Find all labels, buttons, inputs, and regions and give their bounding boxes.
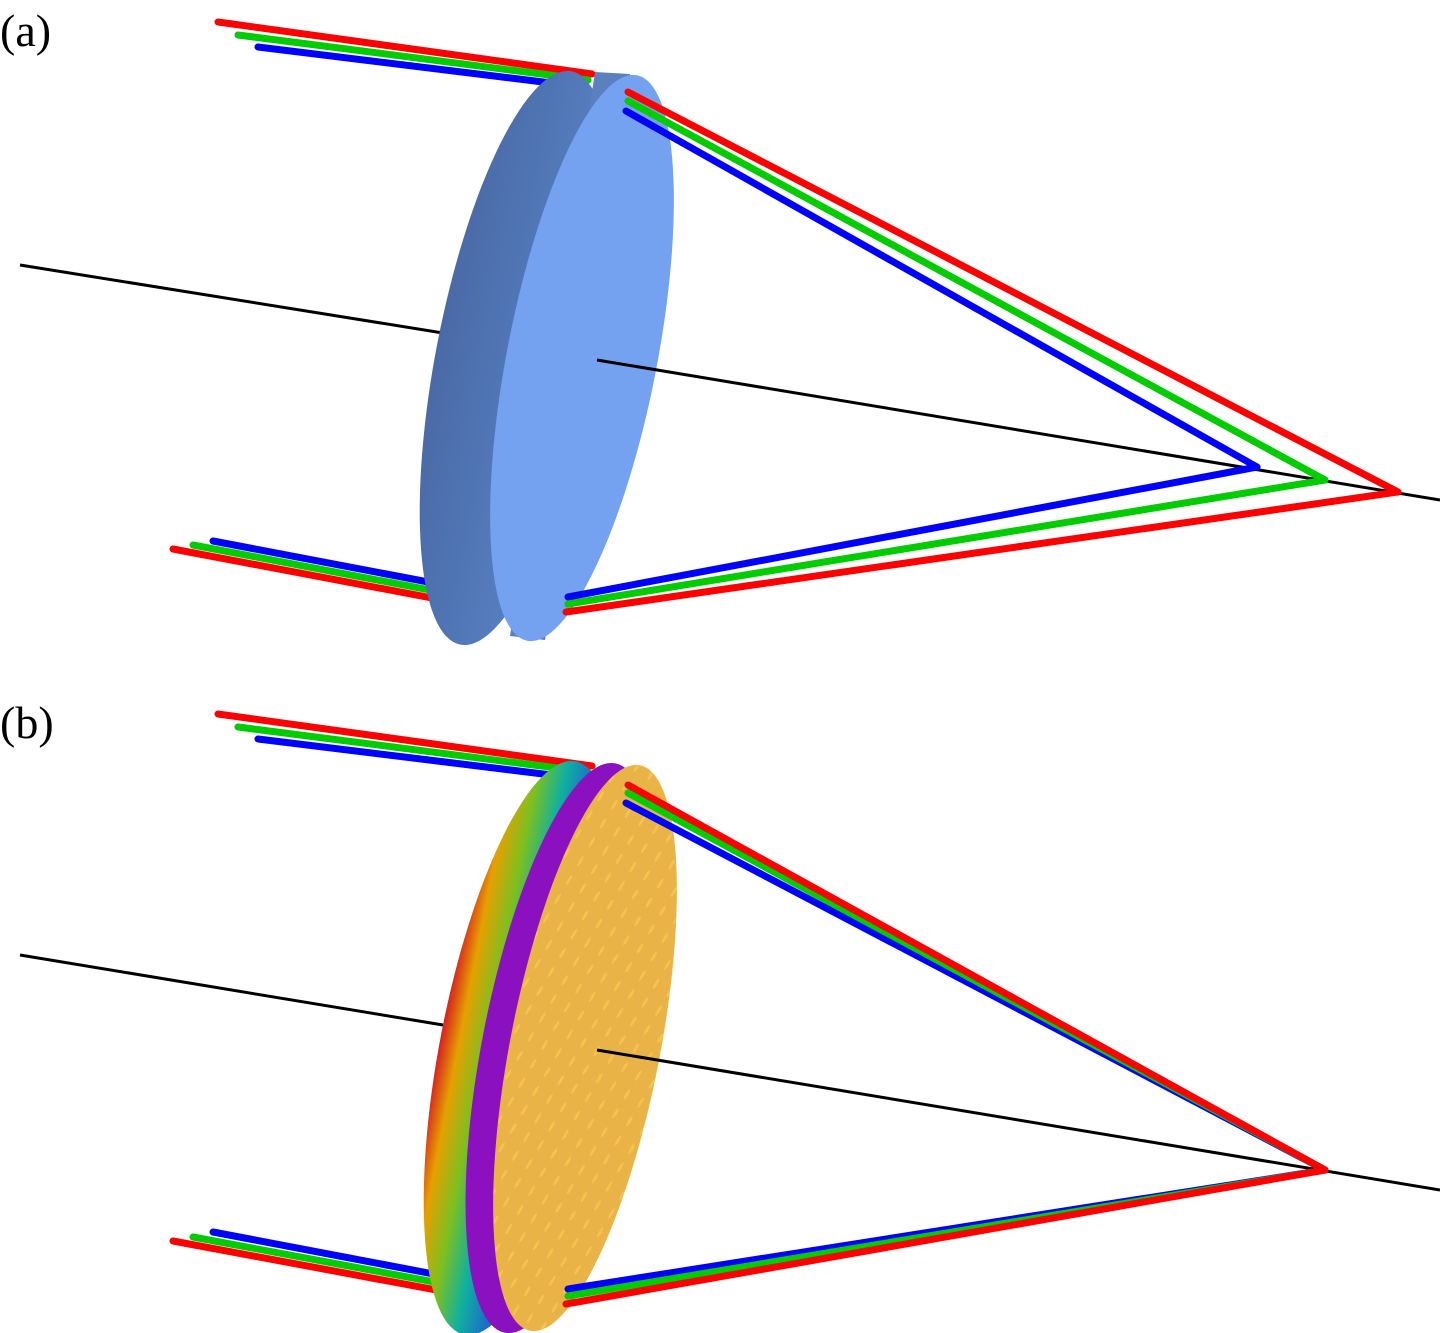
panel-a [19,18,1440,646]
panel-b [19,710,1440,1333]
ray-blue-out-top [622,107,1261,471]
ray-green-in-top [234,31,592,84]
ray-red-out-top [624,781,1329,1174]
refractive-lens [419,70,674,646]
optical-axis-left [19,953,444,1027]
ray-green-out-bottom [564,476,1329,608]
ray-red-in-top [214,710,596,770]
ray-red-out-top [624,88,1402,496]
ray-blue-out-bottom [564,463,1261,601]
optical-axis-right [596,1048,1440,1192]
panel-label-a: (a) [0,5,52,56]
ray-red-in-top [214,18,596,78]
panel-label-b: (b) [0,697,54,748]
ray-red-out-bottom [562,488,1402,616]
ray-green-in-top [234,723,592,776]
optical-axis-left [19,263,444,335]
ray-red-out-bottom [562,1166,1329,1308]
optical-axis-right [596,358,1440,502]
metalens [423,760,677,1333]
ray-blue-in-top [254,735,588,783]
ray-blue-in-top [254,43,588,91]
ray-green-out-top [624,97,1329,484]
